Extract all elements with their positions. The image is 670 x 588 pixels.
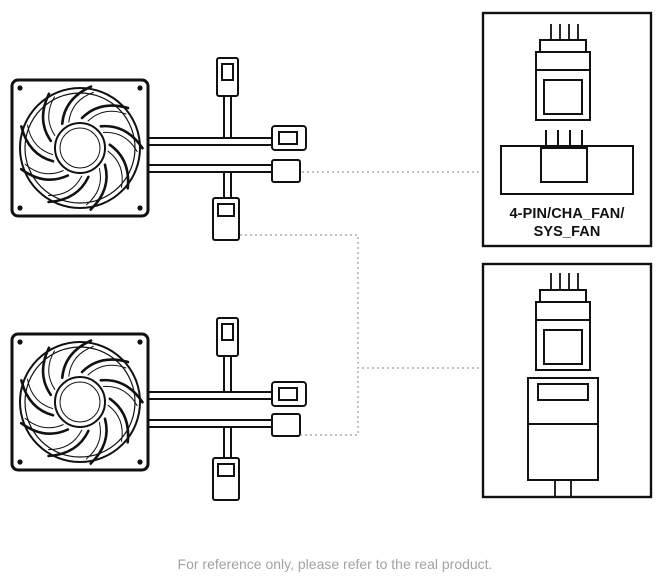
- reference-footnote: For reference only, please refer to the …: [177, 556, 493, 572]
- bottom-fan-lower-connector-icon: [212, 457, 240, 501]
- dotted-connection-lines: [240, 171, 482, 436]
- dotted-line-top-to-bottom-header: [240, 234, 482, 369]
- top-fan-lead-connector-icon: [271, 159, 301, 183]
- top-fan-upper-connector-icon: [216, 57, 239, 97]
- bottom-fan-lead-connector-icon: [271, 413, 301, 437]
- header-box-cable: [550, 24, 579, 40]
- bottom-fan-cable: [148, 356, 272, 458]
- bottom-fan-assembly: [10, 317, 307, 501]
- extension-box-plug-icon: [535, 289, 591, 371]
- dotted-line-bottom-lead: [300, 368, 359, 436]
- top-fan-cable: [148, 96, 272, 198]
- top-fan-lower-connector-icon: [212, 197, 240, 241]
- header-box-label-line1: 4-PIN/CHA_FAN/: [509, 206, 625, 222]
- header-box-label-line2: SYS_FAN: [533, 224, 601, 240]
- bottom-fan-upper-connector-icon: [216, 317, 239, 357]
- extension-box: [481, 262, 653, 499]
- top-fan-icon: [10, 78, 150, 218]
- extension-box-cable-top: [550, 273, 579, 290]
- header-box: [481, 11, 653, 248]
- extension-box-socket-icon: [527, 377, 599, 481]
- extension-box-cable-bottom: [554, 480, 572, 496]
- top-fan-side-connector-icon: [271, 125, 307, 151]
- bottom-fan-icon: [10, 332, 150, 472]
- top-fan-assembly: [10, 57, 307, 241]
- header-box-plug-icon: [535, 39, 591, 121]
- header-box-socket-icon: [500, 130, 634, 195]
- bottom-fan-side-connector-icon: [271, 381, 307, 407]
